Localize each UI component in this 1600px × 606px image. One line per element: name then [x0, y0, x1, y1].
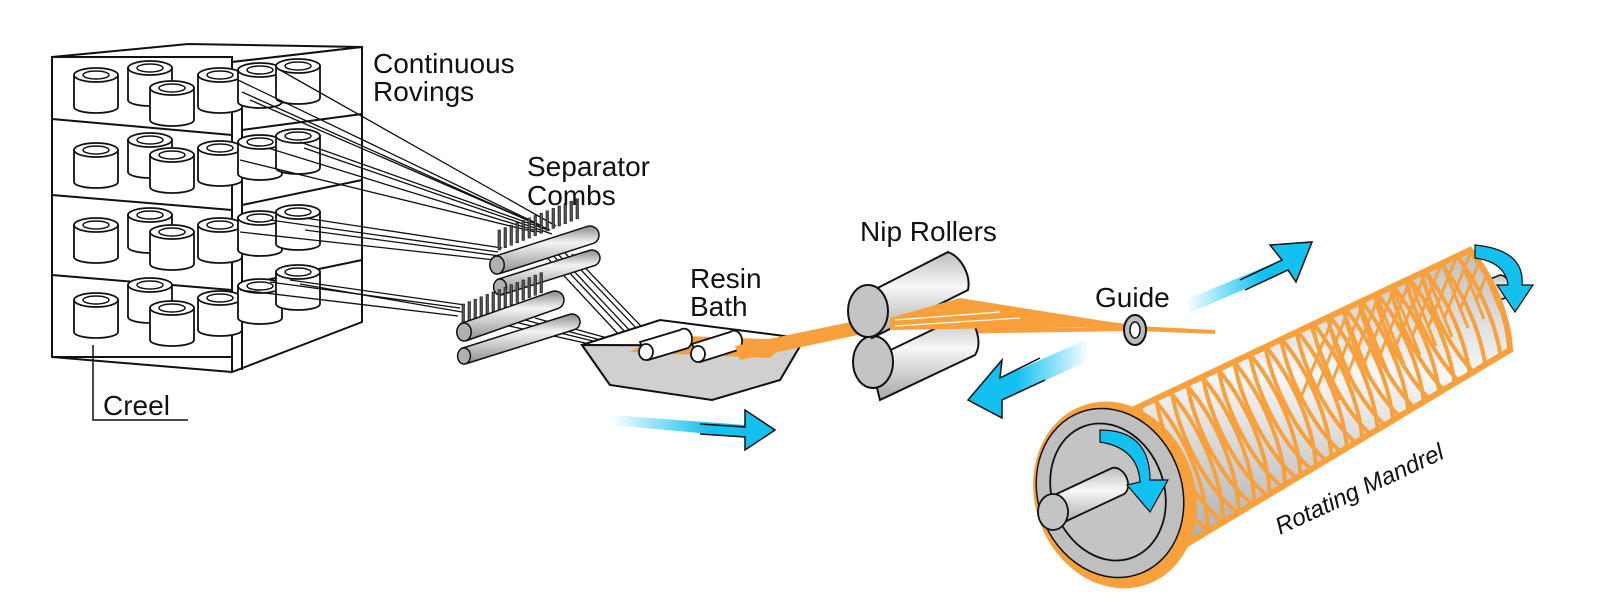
guide-ring: [1123, 314, 1147, 346]
label-text: Resin: [690, 263, 762, 294]
roving-spool: [197, 217, 243, 264]
resin-bath: [580, 318, 802, 402]
label-nip-rollers: Nip Rollers: [860, 216, 997, 247]
label-continuous-rovings: Continuous Rovings: [373, 48, 515, 107]
roving-spool: [149, 300, 195, 347]
roving-spool: [275, 204, 321, 251]
rotation-arrow-front: [1099, 429, 1170, 514]
label-text: Continuous: [373, 48, 515, 79]
roving-spool: [275, 264, 321, 311]
comb-rod: [456, 313, 581, 365]
rotation-arrow-right: [1474, 244, 1535, 314]
arrow-guide-traverse-right: [1185, 241, 1314, 313]
roving-spool: [275, 58, 321, 105]
roving-spool: [73, 217, 119, 264]
comb-teeth: [497, 198, 579, 251]
roving-spool: [73, 292, 119, 339]
roving-spool: [237, 62, 283, 109]
roving-spools: [73, 58, 321, 347]
label-guide: Guide: [1095, 282, 1170, 313]
roving-spool: [73, 67, 119, 114]
bath-roller-1: [638, 327, 693, 362]
roving-spool: [149, 147, 195, 194]
roving-spool: [73, 142, 119, 189]
label-text: Bath: [690, 291, 748, 322]
roving-spool: [197, 140, 243, 187]
label-text: Creel: [103, 390, 170, 421]
arrow-resin-flow: [610, 408, 777, 452]
separator-combs: [456, 198, 601, 365]
label-creel: Creel: [92, 345, 188, 421]
comb-rod: [456, 290, 565, 342]
roving-spool: [149, 224, 195, 271]
label-text: Separator: [527, 151, 650, 182]
arrow-guide-traverse-left: [966, 340, 1090, 420]
roving-spool: [197, 290, 243, 337]
comb-rod: [489, 225, 600, 275]
rotating-mandrel: [1033, 246, 1514, 589]
comb-teeth: [461, 272, 543, 325]
roving-spool: [149, 80, 195, 127]
label-resin-bath: Resin Bath: [690, 263, 762, 322]
winding-hoop: [1415, 250, 1510, 397]
label-text: Combs: [527, 180, 616, 211]
roving-spool: [197, 67, 243, 114]
nip-rollers: [847, 250, 980, 402]
label-text: Rovings: [373, 76, 474, 107]
label-separator-combs: Separator Combs: [527, 151, 650, 211]
winding-helical: [1426, 250, 1470, 329]
winding-helical: [1442, 250, 1486, 320]
